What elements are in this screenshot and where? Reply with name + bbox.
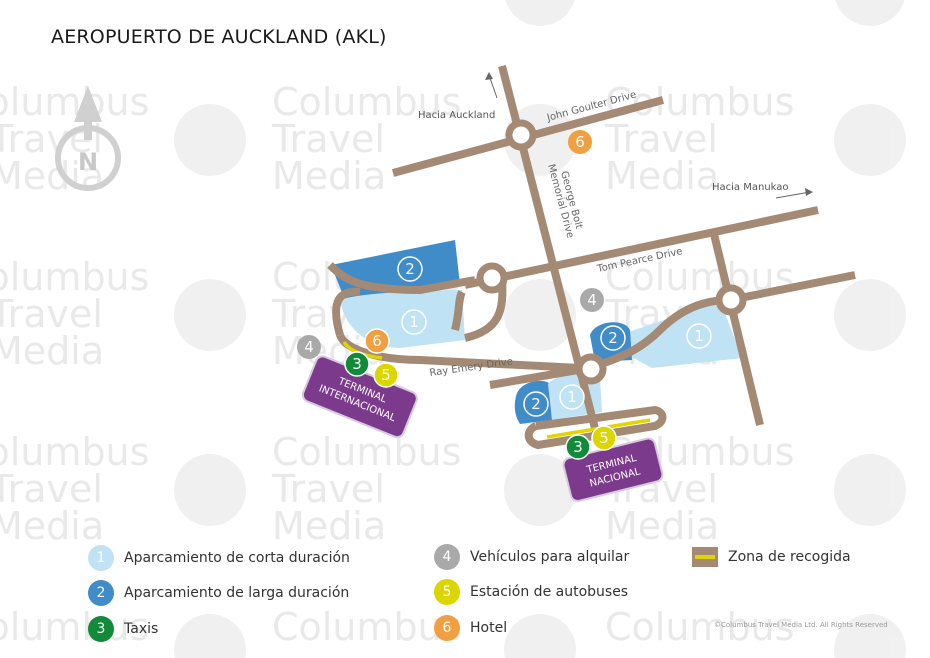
watermark-text-5: Travel [604, 117, 718, 161]
direction-indicators: Hacia Auckland Hacia Manukao [418, 72, 813, 199]
legend-icon-1: 1 [88, 545, 114, 571]
legend-label-5: Estación de autobuses [470, 584, 629, 600]
domestic-access-road [489, 296, 731, 389]
intl-upper-loop [327, 262, 476, 295]
tom-pearce-road [464, 206, 819, 289]
legend-item-taxis: 3 Taxis [88, 616, 158, 642]
legend-item-long-parking: 2 Aparcamiento de larga duración [88, 580, 349, 606]
badge-long-dom-2: 2 [531, 395, 541, 413]
legend-icon-5: 5 [434, 579, 460, 605]
watermark-text-27: Media [0, 504, 104, 548]
roads [327, 65, 856, 450]
badge-short-dom: 1 [567, 388, 577, 406]
legend-item-rental: 4 Vehículos para alquilar [434, 544, 629, 570]
east-road [709, 229, 764, 426]
roundabout-intl [476, 262, 508, 294]
direction-manukao: Hacia Manukao [712, 182, 789, 193]
legend-label-3: Taxis [124, 621, 159, 637]
legend-label-6: Hotel [470, 620, 508, 636]
legend-item-pickup: Zona de recogida [692, 547, 851, 567]
badge-long-intl: 2 [405, 260, 415, 278]
watermark-text-3: Media [272, 154, 386, 198]
legend-label-2: Aparcamiento de larga duración [124, 585, 350, 601]
legend-icon-6: 6 [434, 615, 460, 641]
watermark-text-28: Columbus [272, 605, 461, 649]
pickup-zone-icon [692, 547, 718, 567]
intl-inner-road [451, 290, 466, 331]
legend-icon-2: 2 [88, 580, 114, 606]
watermark-text-20: Travel [271, 467, 385, 511]
badge-short-east: 1 [694, 327, 704, 345]
watermark-text-24: Media [605, 504, 719, 548]
watermark-text-19: Columbus [272, 430, 461, 474]
watermark-text-17: Travel [0, 292, 103, 336]
page-title: AEROPUERTO DE AUCKLAND (AKL) [51, 26, 387, 48]
badge-rental-dom: 4 [587, 291, 597, 309]
watermark-text-18: Media [0, 329, 104, 373]
badge-taxi-intl: 3 [352, 355, 362, 373]
legend-label-7: Zona de recogida [728, 549, 851, 565]
badge-bus-intl: 5 [381, 366, 391, 384]
badge-hotel-intl: 6 [372, 332, 382, 350]
roundabout-north [505, 119, 537, 151]
badge-hotel-north: 6 [575, 133, 585, 151]
ray-emery-road [336, 333, 581, 372]
watermark-text-2: Travel [271, 117, 385, 161]
copyright: ©Columbus Travel Media Ltd. All Rights R… [714, 621, 888, 629]
compass: N [55, 86, 121, 191]
east-spur-road [729, 271, 856, 304]
watermark-text-1: Columbus [272, 80, 461, 124]
legend-label-1: Aparcamiento de corta duración [124, 550, 350, 566]
legend-label-4: Vehículos para alquilar [470, 549, 630, 565]
watermark-text-21: Media [272, 504, 386, 548]
map-badges: 6 2 1 4 2 1 4 6 3 5 2 1 3 5 [297, 130, 712, 460]
badge-long-dom-1: 2 [608, 329, 618, 347]
roundabout-domestic [575, 353, 607, 385]
watermark: Columbus Travel Media Columbus Travel Me… [0, 0, 906, 658]
badge-taxi-dom: 3 [573, 438, 583, 456]
legend-item-short-parking: 1 Aparcamiento de corta duración [88, 545, 350, 571]
watermark-text-25: Columbus [0, 430, 149, 474]
compass-letter: N [78, 148, 98, 176]
roundabout-east [715, 284, 747, 316]
watermark-text-30: Columbus [0, 605, 149, 649]
watermark-text-29: Columbus [605, 605, 794, 649]
intl-loop-west [332, 287, 361, 337]
roundabouts [476, 119, 747, 385]
legend-item-bus: 5 Estación de autobuses [434, 579, 628, 605]
watermark-text-4: Columbus [605, 80, 794, 124]
domestic-terminal-loop [524, 405, 667, 450]
legend-icon-4: 4 [434, 544, 460, 570]
watermark-text-16: Columbus [0, 255, 149, 299]
badge-rental-intl: 4 [304, 338, 314, 356]
badge-short-intl: 1 [409, 313, 419, 331]
watermark-text-26: Travel [0, 467, 103, 511]
legend-icon-3: 3 [88, 616, 114, 642]
legend-item-hotel: 6 Hotel [434, 615, 507, 641]
badge-bus-dom: 5 [599, 429, 609, 447]
watermark-text-6: Media [605, 154, 719, 198]
direction-auckland: Hacia Auckland [418, 110, 495, 121]
watermark-text-7: Columbus [0, 80, 149, 124]
